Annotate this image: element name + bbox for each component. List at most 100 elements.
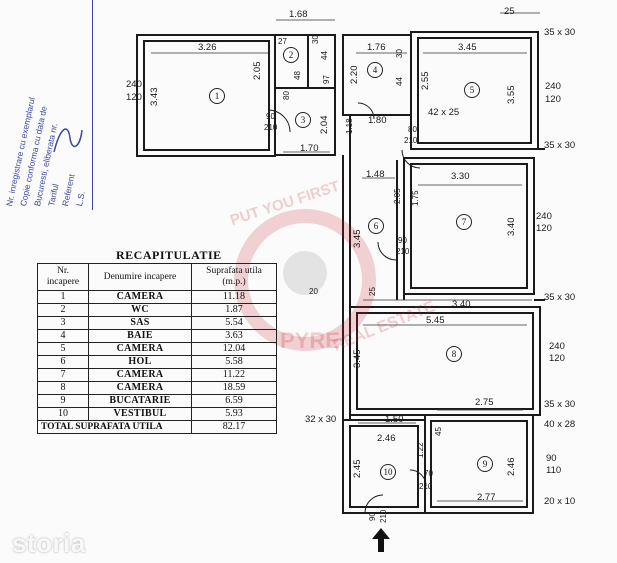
dim-label: 48 xyxy=(293,71,302,80)
arrow-up-icon xyxy=(372,528,390,552)
cell-name: WC xyxy=(88,303,192,317)
dim-label: 120 xyxy=(126,92,142,103)
room-number-3: 3 xyxy=(295,112,311,128)
cell-area: 18.59 xyxy=(191,381,277,395)
dim-label: 40 x 28 xyxy=(544,419,576,430)
dim-label: 42 x 25 xyxy=(428,107,460,118)
cell-nr: 9 xyxy=(37,394,89,408)
dim-label: 80 xyxy=(282,91,291,100)
dim-label: 120 xyxy=(536,223,552,234)
cell-area: 11.18 xyxy=(191,290,277,304)
dim-label: 2.20 xyxy=(349,65,360,85)
col-header-name: Denumire incapere xyxy=(88,263,192,291)
dim-label: 35 x 30 xyxy=(544,292,576,303)
dim-label: 35 x 30 xyxy=(544,140,576,151)
dim-label: 30 xyxy=(311,35,320,44)
dim-label: 110 xyxy=(546,465,562,476)
dim-label: 3.45 xyxy=(352,229,363,249)
dim-label: 3.43 xyxy=(149,87,160,107)
room-number-9: 9 xyxy=(477,456,493,472)
cell-name: CAMERA xyxy=(88,381,192,395)
dim-label: 210 xyxy=(379,509,388,523)
dim-label: 210 xyxy=(404,136,418,145)
dim-label: 90 xyxy=(368,512,377,521)
dim-label: 90 xyxy=(546,453,557,464)
dim-label: 1.75 xyxy=(411,190,420,206)
cell-name: CAMERA xyxy=(88,368,192,382)
cell-nr: 1 xyxy=(37,290,89,304)
room-number-6: 6 xyxy=(368,218,384,234)
wall-room-2-3 xyxy=(274,34,336,156)
cell-name: CAMERA xyxy=(88,342,192,356)
watermark-line-2: PYRE xyxy=(280,328,340,353)
wall-room-5 xyxy=(410,31,539,150)
dim-label: 240 xyxy=(536,211,552,222)
dim-label: 44 xyxy=(320,51,329,60)
dim-label: 1.80 xyxy=(368,115,387,126)
total-value: 82.17 xyxy=(191,420,277,434)
cell-nr: 3 xyxy=(37,316,89,330)
room-number-8: 8 xyxy=(446,346,462,362)
dim-label: 5.45 xyxy=(426,315,445,326)
dim-label: 1.76 xyxy=(367,42,386,53)
dim-label: 3.26 xyxy=(198,42,217,53)
dim-label: 3.45 xyxy=(458,42,477,53)
dim-label: 32 x 30 xyxy=(305,414,337,425)
cell-name: SAS xyxy=(88,316,192,330)
dim-label: 240 xyxy=(549,341,565,352)
dim-label: 90 xyxy=(266,112,275,121)
dim-label: 1.68 xyxy=(289,9,308,20)
table-total-row: TOTAL SUPRAFATA UTILA 82.17 xyxy=(37,420,277,434)
dim-label: 3.45 xyxy=(352,349,363,369)
dim-label: 2.55 xyxy=(420,71,431,91)
signature xyxy=(53,128,83,153)
col-header-area: Suprafata utila (m.p.) xyxy=(191,263,277,291)
table-header-row: Nr. incapere Denumire incapere Suprafata… xyxy=(37,263,277,291)
dim-label: 240 xyxy=(545,81,561,92)
dim-label: 1.22 xyxy=(416,442,425,458)
dim-label: 210 xyxy=(419,482,433,491)
total-label: TOTAL SUPRAFATA UTILA xyxy=(37,420,192,434)
room-number-10: 10 xyxy=(380,464,396,480)
notary-stamp: Nr. inregistrare cu exemplarul Copie con… xyxy=(0,0,93,210)
cell-nr: 7 xyxy=(37,368,89,382)
cell-name: BUCATARIE xyxy=(88,394,192,408)
dim-label: 3.40 xyxy=(506,217,517,237)
dim-label: 90 xyxy=(398,236,407,245)
dim-label: 25 xyxy=(504,6,515,17)
room-number-5: 5 xyxy=(464,82,480,98)
cell-nr: 10 xyxy=(37,407,89,421)
cell-nr: 8 xyxy=(37,381,89,395)
dim-label: 2.46 xyxy=(377,433,396,444)
room-number-1: 1 xyxy=(209,88,225,104)
cell-area: 1.87 xyxy=(191,303,277,317)
room-number-7: 7 xyxy=(456,214,472,230)
dim-label: 3.30 xyxy=(451,171,470,182)
dim-label: 3.55 xyxy=(506,85,517,105)
cell-area: 6.59 xyxy=(191,394,277,408)
dim-label: 2.75 xyxy=(475,397,494,408)
cell-nr: 2 xyxy=(37,303,89,317)
dim-label: 210 xyxy=(264,123,278,132)
dim-label: 240 xyxy=(126,79,142,90)
cell-area: 5.58 xyxy=(191,355,277,369)
cell-nr: 4 xyxy=(37,329,89,343)
cell-area: 5.54 xyxy=(191,316,277,330)
dim-label: 2.05 xyxy=(393,188,402,204)
recap-title: RECAPITULATIE xyxy=(116,248,222,262)
dim-label: 1.50 xyxy=(385,414,404,425)
cell-area: 5.93 xyxy=(191,407,277,421)
dim-label: 70 xyxy=(424,469,433,478)
cell-name: CAMERA xyxy=(88,290,192,304)
dim-label: 97 xyxy=(322,75,331,84)
dim-label: 210 xyxy=(396,247,410,256)
cell-name: VESTIBUL xyxy=(88,407,192,421)
cell-area: 12.04 xyxy=(191,342,277,356)
